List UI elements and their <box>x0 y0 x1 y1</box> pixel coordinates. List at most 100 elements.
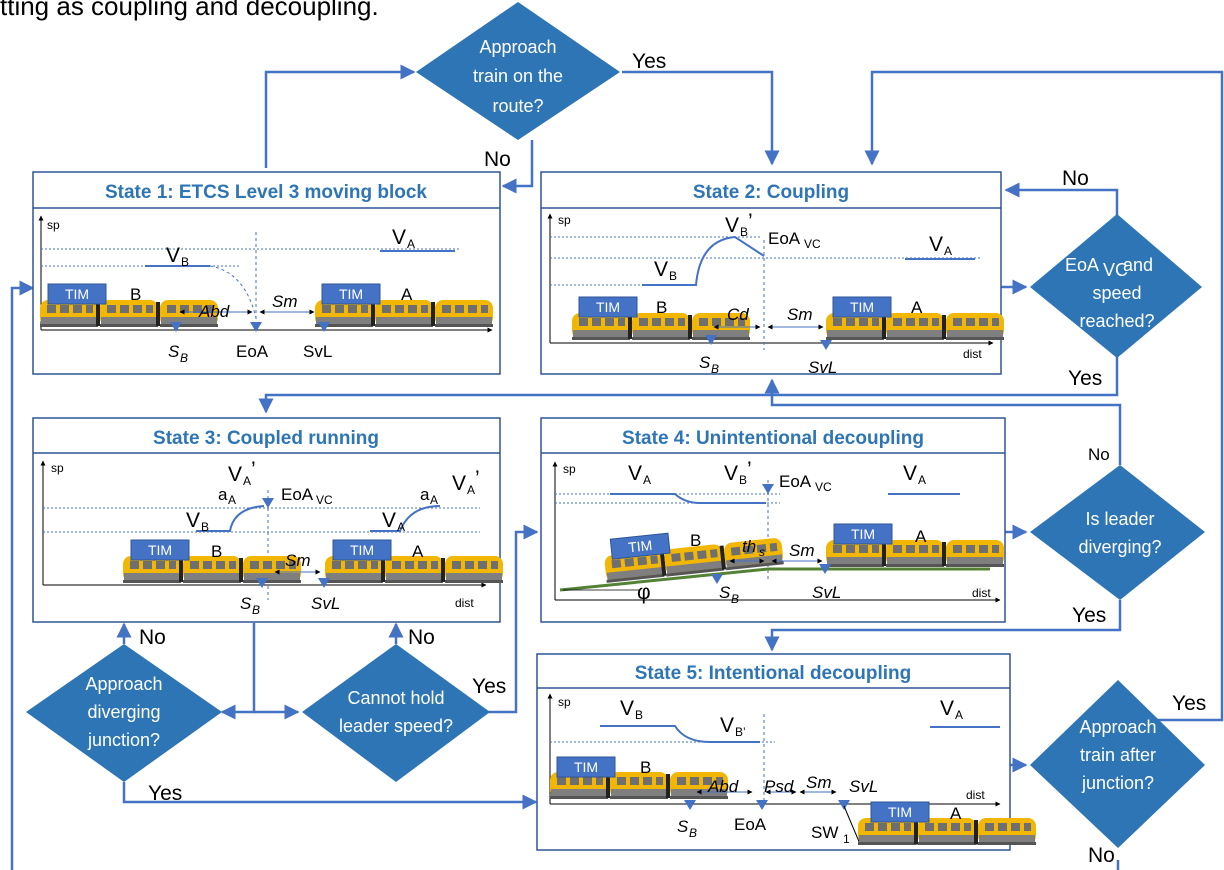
svg-text:φ: φ <box>637 581 651 604</box>
svg-text:and: and <box>1123 255 1153 275</box>
svg-text:s: s <box>759 545 765 559</box>
state-5-box: State 5: Intentional decoupling sp dist … <box>536 653 1036 851</box>
svg-text:V: V <box>940 697 954 720</box>
svg-text:V: V <box>452 472 466 495</box>
svg-text:A: A <box>950 804 962 823</box>
svg-text:B: B <box>656 298 667 317</box>
svg-text:B: B <box>201 520 209 534</box>
svg-text:sp: sp <box>558 213 571 227</box>
svg-text:route?: route? <box>492 96 543 116</box>
svg-text:Sm: Sm <box>272 292 298 311</box>
svg-text:A: A <box>643 473 651 487</box>
svg-text:SvL: SvL <box>311 594 340 613</box>
svg-text:junction?: junction? <box>1081 773 1154 793</box>
svg-text:a: a <box>420 485 430 504</box>
svg-text:Abd: Abd <box>198 302 230 321</box>
state-1-title: State 1: ETCS Level 3 moving block <box>105 182 427 203</box>
svg-text:S: S <box>677 817 689 836</box>
svg-text:A: A <box>401 285 413 304</box>
svg-text:EoA: EoA <box>1065 255 1099 275</box>
svg-text:Psd: Psd <box>764 777 794 796</box>
svg-text:V: V <box>382 509 396 532</box>
decision-approach-route: Approach train on the route? <box>416 2 620 140</box>
svg-text:A: A <box>911 298 923 317</box>
svg-text:Approach: Approach <box>1079 717 1156 737</box>
svg-text:A: A <box>228 493 236 507</box>
svg-text:VC: VC <box>316 493 333 507</box>
svg-text:B: B <box>180 351 188 365</box>
svg-text:SvL: SvL <box>303 342 332 361</box>
svg-text:No: No <box>1088 844 1115 867</box>
svg-text:Yes: Yes <box>632 50 666 73</box>
flow-lines <box>10 64 1224 870</box>
svg-text:sp: sp <box>563 462 576 476</box>
svg-text:V: V <box>228 463 242 486</box>
svg-text:train on the: train on the <box>473 66 563 86</box>
decision-approach-after-junction: Approach train after junction? <box>1030 680 1205 848</box>
svg-text:SvL: SvL <box>812 583 841 602</box>
svg-text:th: th <box>742 537 756 556</box>
svg-text:SW: SW <box>811 823 838 842</box>
svg-text:Cd: Cd <box>727 305 749 324</box>
svg-text:S: S <box>699 353 711 372</box>
state-4-title: State 4: Unintentional decoupling <box>622 428 924 449</box>
svg-text:A: A <box>412 542 424 561</box>
svg-text:diverging?: diverging? <box>1078 537 1161 557</box>
svg-text:Cannot hold: Cannot hold <box>347 688 444 708</box>
svg-text:dist: dist <box>972 586 991 600</box>
svg-text:V: V <box>186 509 200 532</box>
svg-text:V: V <box>724 462 738 485</box>
svg-text:B’: B’ <box>735 725 746 739</box>
svg-text:A: A <box>397 520 405 534</box>
svg-text:TIM: TIM <box>339 286 363 302</box>
svg-text:V: V <box>725 214 739 237</box>
svg-text:B: B <box>669 269 677 283</box>
svg-text:B: B <box>711 362 719 376</box>
svg-text:Is leader: Is leader <box>1085 509 1154 529</box>
intro-text: tting as coupling and decoupling. <box>0 0 379 21</box>
svg-text:1: 1 <box>843 832 850 846</box>
svg-text:dist: dist <box>963 347 982 361</box>
svg-text:sp: sp <box>51 461 64 475</box>
svg-text:VC: VC <box>1103 260 1128 280</box>
svg-text:A: A <box>918 473 926 487</box>
svg-text:Sm: Sm <box>789 541 815 560</box>
svg-text:Approach: Approach <box>479 37 556 57</box>
svg-text:A: A <box>430 493 438 507</box>
svg-text:sp: sp <box>47 218 60 232</box>
svg-text:TIM: TIM <box>148 542 172 558</box>
svg-text:B: B <box>690 531 701 550</box>
svg-text:diverging: diverging <box>87 702 160 722</box>
svg-text:EoA: EoA <box>768 229 801 248</box>
svg-text:No: No <box>408 626 435 649</box>
svg-text:A: A <box>467 483 475 497</box>
svg-text:No: No <box>139 626 166 649</box>
svg-text:A: A <box>944 244 952 258</box>
svg-text:V: V <box>628 462 642 485</box>
svg-text:Sm: Sm <box>787 305 813 324</box>
svg-text:junction?: junction? <box>87 730 160 750</box>
svg-text:V: V <box>620 697 634 720</box>
svg-text:V: V <box>654 258 668 281</box>
svg-text:EoA: EoA <box>281 485 314 504</box>
svg-text:speed: speed <box>1092 283 1141 303</box>
svg-text:’: ’ <box>748 210 753 233</box>
svg-text:A: A <box>407 237 415 251</box>
svg-text:B: B <box>211 542 222 561</box>
state-1-box: State 1: ETCS Level 3 moving block sp di… <box>32 171 501 375</box>
svg-text:A: A <box>955 708 963 722</box>
svg-text:Yes: Yes <box>1072 604 1106 627</box>
svg-text:VC: VC <box>804 237 821 251</box>
svg-text:TIM: TIM <box>627 537 653 555</box>
svg-text:TIM: TIM <box>850 299 874 315</box>
state-3-title: State 3: Coupled running <box>153 428 379 449</box>
svg-text:VC: VC <box>815 480 832 494</box>
svg-text:No: No <box>1088 445 1110 464</box>
svg-text:leader speed?: leader speed? <box>339 716 453 736</box>
svg-text:’: ’ <box>747 458 752 481</box>
svg-text:Yes: Yes <box>472 675 506 698</box>
svg-text:Sm: Sm <box>285 551 311 570</box>
svg-text:Yes: Yes <box>1172 692 1206 715</box>
